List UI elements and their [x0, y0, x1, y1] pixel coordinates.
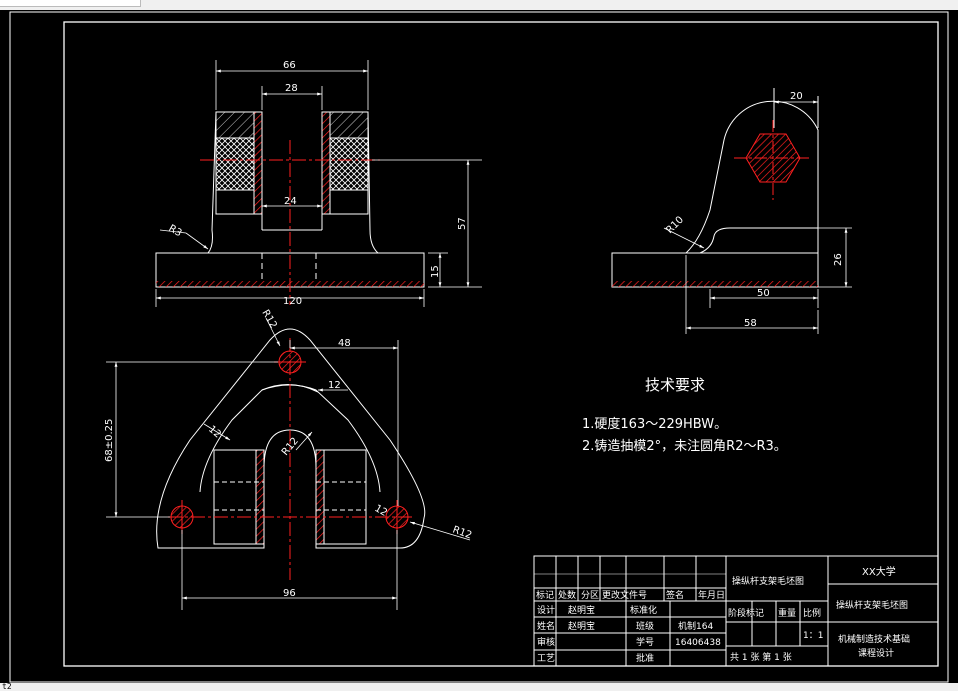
dim-r10: R10: [664, 214, 686, 236]
plan-centerlines: [168, 338, 412, 580]
dim-20: 20: [790, 91, 803, 102]
dim-96: 96: [283, 588, 296, 599]
tb-hdr-docno: 更改文件号: [602, 589, 647, 601]
notes-line-2: 2.铸造抽模2°，未注圆角R2～R3。: [582, 438, 787, 454]
front-dim-labels: 66 28 24 57 15 120 R3: [167, 60, 469, 307]
inner-frame: [63, 21, 939, 667]
notes-line-1: 1.硬度163～229HBW。: [582, 416, 727, 432]
tb-lbl-stuno: 学号: [636, 636, 654, 648]
top-toolbar-strip: [0, 0, 958, 10]
dim-r12-mid: R12: [280, 436, 301, 458]
notes-title: 技术要求: [645, 376, 705, 394]
tb-hdr-count: 处数: [558, 589, 576, 601]
dim-12-a: 12: [328, 380, 341, 391]
command-text: t2: [2, 682, 12, 691]
tb-lbl-stage: 阶段标记: [728, 607, 764, 619]
tb-lbl-check: 审核: [537, 636, 555, 648]
tb-lbl-weight: 重量: [778, 607, 796, 619]
dim-66: 66: [283, 60, 296, 71]
tb-val-name: 赵明宝: [568, 620, 595, 632]
tb-val-scale: 1：1: [803, 631, 823, 641]
tb-course-line2: 课程设计: [858, 647, 894, 659]
tb-hdr-mark: 标记: [536, 589, 554, 601]
dim-120: 120: [283, 296, 302, 307]
tb-lbl-scale: 比例: [803, 607, 821, 619]
front-dimensions: [155, 60, 482, 307]
dim-48: 48: [338, 338, 351, 349]
tb-lbl-design: 设计: [537, 604, 555, 616]
command-line-strip[interactable]: t2: [0, 682, 958, 691]
drawing-tab[interactable]: [0, 0, 141, 7]
dim-24: 24: [284, 196, 297, 207]
plan-dimensions: [106, 317, 471, 610]
title-block-text: 操纵杆支架毛坯图 XX大学 操纵杆支架毛坯图 机械制造技术基础 课程设计 标记 …: [536, 565, 910, 664]
dim-26: 26: [833, 253, 844, 266]
dim-58: 58: [744, 318, 757, 329]
tb-lbl-approve: 批准: [636, 652, 654, 664]
front-centerlines: [200, 140, 380, 305]
tb-hdr-zone: 分区: [581, 590, 599, 601]
title-block: [533, 555, 939, 667]
side-view: [611, 88, 819, 288]
front-view: [155, 111, 425, 288]
outer-frame: [9, 11, 949, 683]
tb-val-stuno: 16406438: [675, 638, 721, 648]
side-dimensions: [663, 100, 852, 334]
tb-course-line1: 机械制造技术基础: [838, 633, 910, 645]
dim-15: 15: [430, 265, 441, 278]
tb-lbl-name: 姓名: [537, 620, 555, 632]
tb-drawing-name: 操纵杆支架毛坯图: [732, 575, 804, 587]
technical-notes: 技术要求 1.硬度163～229HBW。 2.铸造抽模2°，未注圆角R2～R3。: [582, 376, 787, 454]
tb-drawing-name-right: 操纵杆支架毛坯图: [836, 599, 908, 611]
tb-hdr-sign: 签名: [666, 589, 684, 601]
dim-r3: R3: [167, 223, 184, 239]
tb-lbl-std: 标准化: [630, 604, 657, 616]
dim-r12-right: R12: [451, 524, 473, 541]
dim-68: 68±0.25: [104, 419, 115, 462]
dim-28: 28: [285, 83, 298, 94]
tb-lbl-class: 班级: [636, 620, 654, 632]
tb-sheets: 共 1 张 第 1 张: [730, 651, 792, 663]
tb-val-class: 机制164: [678, 620, 713, 632]
side-dim-labels: 20 R10 26 50 58: [664, 91, 844, 329]
tb-hdr-date: 年月日: [698, 589, 725, 601]
tb-university: XX大学: [862, 565, 896, 578]
tb-val-design: 赵明宝: [568, 604, 595, 616]
dim-57: 57: [457, 217, 468, 230]
dim-50: 50: [757, 288, 770, 299]
tb-lbl-craft: 工艺: [537, 653, 555, 664]
side-centerlines: [734, 120, 812, 200]
dim-r12-top: R12: [259, 308, 278, 331]
